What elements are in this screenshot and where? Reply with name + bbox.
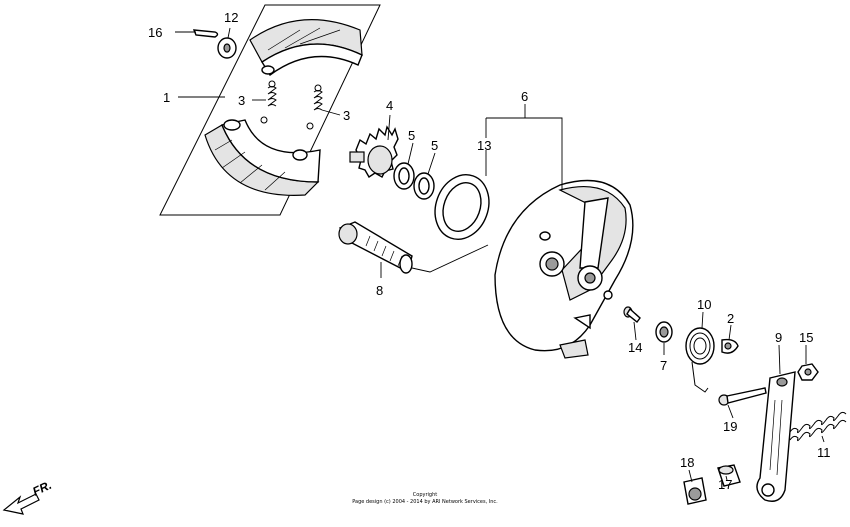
brake-gear <box>349 125 399 178</box>
callout-5-right: 5 <box>431 138 438 153</box>
shoe-spring-left <box>260 80 277 124</box>
return-spring-10 <box>685 327 715 393</box>
lower-brake-shoe <box>204 119 321 196</box>
cotter-pin <box>192 29 219 38</box>
callout-16: 16 <box>148 25 162 40</box>
upper-brake-shoe <box>249 19 363 77</box>
brake-cam-shaft <box>338 221 413 274</box>
brake-panel <box>494 179 634 359</box>
callout-11: 11 <box>817 445 831 460</box>
footer-page-design: Page design (c) 2004 - 2014 by ARI Netwo… <box>352 499 498 505</box>
brake-shoe-assembly-frame <box>159 4 381 216</box>
callout-15: 15 <box>799 330 813 345</box>
washer-7 <box>655 321 673 343</box>
spring-11 <box>789 411 847 442</box>
callout-12: 12 <box>224 10 238 25</box>
bolt-19 <box>718 387 767 406</box>
washer-12 <box>217 37 237 59</box>
shoe-spring-right <box>306 84 323 130</box>
front-direction-arrow-icon <box>2 493 40 515</box>
nut-15 <box>797 363 819 381</box>
washer-5a <box>393 162 415 190</box>
callout-9: 9 <box>775 330 782 345</box>
callout-4: 4 <box>386 98 393 113</box>
bolt-14 <box>623 306 641 323</box>
collar-18 <box>683 477 707 505</box>
callout-3-left: 3 <box>238 93 245 108</box>
callout-13: 13 <box>477 138 491 153</box>
callout-14: 14 <box>628 340 642 355</box>
callout-5-left: 5 <box>408 128 415 143</box>
front-direction-label: FR. <box>30 478 53 499</box>
brake-arm <box>756 371 796 502</box>
wear-indicator <box>721 338 739 354</box>
callout-3-right: 3 <box>343 108 350 123</box>
callout-8: 8 <box>376 283 383 298</box>
callout-19: 19 <box>723 419 737 434</box>
callout-1: 1 <box>163 90 170 105</box>
callout-6: 6 <box>521 89 528 104</box>
callout-10: 10 <box>697 297 711 312</box>
callout-7: 7 <box>660 358 667 373</box>
callout-2: 2 <box>727 311 734 326</box>
pin-17 <box>717 464 741 487</box>
footer-copyright: Copyright <box>413 492 437 498</box>
washer-5b <box>413 172 435 200</box>
callout-18: 18 <box>680 455 694 470</box>
callout-17: 17 <box>718 477 732 492</box>
dust-seal <box>434 174 490 240</box>
